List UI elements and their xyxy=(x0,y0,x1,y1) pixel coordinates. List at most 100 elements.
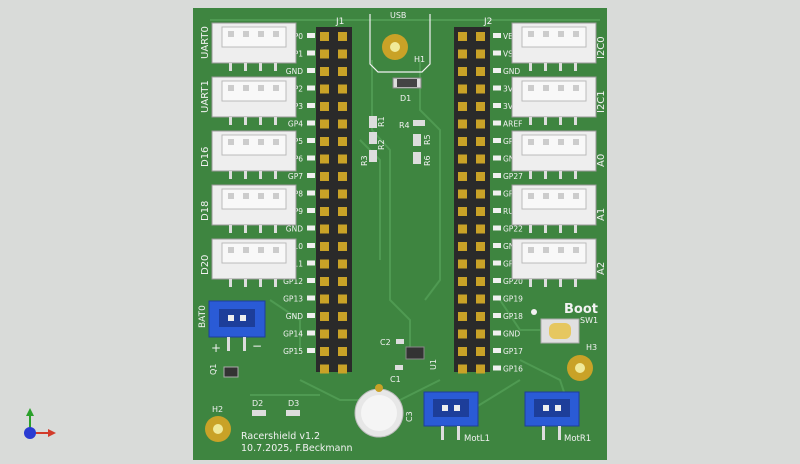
header-pin xyxy=(338,154,347,164)
jst-connector xyxy=(511,238,597,287)
motor-right-connector xyxy=(524,391,580,440)
r2-label: R2 xyxy=(377,139,386,150)
header-pin xyxy=(476,294,485,304)
header-pin xyxy=(320,259,329,269)
header-pin xyxy=(320,137,329,146)
jst-connector xyxy=(511,184,597,233)
jst-connector xyxy=(511,76,597,125)
pin-pad xyxy=(307,190,315,196)
jst-connector xyxy=(511,22,597,71)
pin-pad xyxy=(493,173,501,178)
header-pin xyxy=(338,207,347,216)
header-pin xyxy=(338,84,347,94)
header-pin xyxy=(338,137,347,146)
header-pin xyxy=(476,312,485,321)
pin-pad xyxy=(493,330,501,336)
header-pin xyxy=(476,119,485,129)
jst-connector xyxy=(211,184,297,233)
header-pin xyxy=(458,347,467,356)
header-pin xyxy=(338,364,347,374)
pin-label: GP7 xyxy=(288,172,303,181)
header-pin xyxy=(458,189,467,199)
pin-pad xyxy=(493,33,501,38)
boot-label: Boot xyxy=(564,302,598,317)
pin-pad xyxy=(493,68,501,73)
pin-label: AREF xyxy=(503,120,522,129)
pin-pad xyxy=(307,330,315,336)
jst-connector xyxy=(211,130,297,179)
header-pin xyxy=(320,172,329,181)
connector-label: A1 xyxy=(596,208,607,221)
pin-pad xyxy=(307,103,315,108)
header-pin xyxy=(338,172,347,181)
pin-pad xyxy=(493,138,501,143)
axis-indicator xyxy=(24,408,56,439)
connector-label: A2 xyxy=(596,262,607,275)
r6-label: R6 xyxy=(423,155,432,166)
pin-pad xyxy=(493,278,501,283)
pin-pad xyxy=(493,190,501,196)
pin-pad xyxy=(493,120,501,126)
header-pin xyxy=(476,364,485,374)
pin-pad xyxy=(493,348,501,353)
header-pin xyxy=(338,294,347,304)
header-pin xyxy=(338,277,347,286)
header-pin xyxy=(458,224,467,234)
header-pin xyxy=(320,84,329,94)
header-pin xyxy=(458,49,467,59)
header-pin xyxy=(320,67,329,76)
header-pin xyxy=(458,154,467,164)
header-pin xyxy=(458,137,467,146)
pin-label: GP16 xyxy=(503,365,523,374)
pin-pad xyxy=(493,208,501,213)
pin-pad xyxy=(307,50,315,56)
connector-label: D18 xyxy=(200,201,211,221)
board-date: 10.7.2025, F.Beckmann xyxy=(241,443,353,454)
usb-label: USB xyxy=(390,11,406,20)
header-pin xyxy=(320,32,329,41)
header-pin xyxy=(338,329,347,339)
header-pin xyxy=(458,259,467,269)
jst-connector xyxy=(511,130,597,179)
pin-pad xyxy=(493,50,501,56)
header-pin xyxy=(476,67,485,76)
j2-ref: J2 xyxy=(483,17,492,27)
q1-label: Q1 xyxy=(209,364,218,375)
pin-pad xyxy=(307,278,315,283)
header-pin xyxy=(476,259,485,269)
pin-pad xyxy=(493,365,501,371)
pin-pad xyxy=(493,103,501,108)
header-pin xyxy=(476,49,485,59)
boot-indicator-dot xyxy=(531,309,537,315)
header-pin xyxy=(476,224,485,234)
c2-label: C2 xyxy=(380,338,391,347)
connector-label: I2C1 xyxy=(596,90,607,113)
header-pin xyxy=(476,242,485,251)
header-j1 xyxy=(316,27,352,374)
jst-connector xyxy=(211,76,297,125)
pin-label: GP27 xyxy=(503,172,523,181)
header-pin xyxy=(320,189,329,199)
connector-label: UART0 xyxy=(200,26,211,59)
r5-label: R5 xyxy=(423,134,432,145)
header-pin xyxy=(458,119,467,129)
r3-label: R3 xyxy=(360,155,369,166)
header-pin xyxy=(338,242,347,251)
pin-label: GND xyxy=(286,67,303,76)
header-pin xyxy=(458,329,467,339)
d2-label: D2 xyxy=(252,399,263,408)
pin-label: RUN xyxy=(503,207,519,216)
r4-label: R4 xyxy=(399,121,410,130)
header-pin xyxy=(338,312,347,321)
pin-label: GP19 xyxy=(503,295,523,304)
bat-label: BAT0 xyxy=(198,305,208,328)
header-pin xyxy=(476,84,485,94)
boot-switch xyxy=(540,318,580,344)
header-pin xyxy=(458,294,467,304)
motor-left-connector xyxy=(423,391,479,440)
d1-label: D1 xyxy=(400,94,411,103)
pin-label: GND xyxy=(503,330,520,339)
header-pin xyxy=(458,364,467,374)
